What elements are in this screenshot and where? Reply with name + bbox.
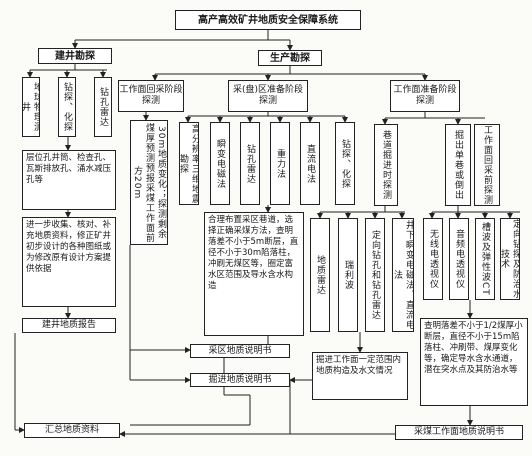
summary-node: 汇总地质资料 xyxy=(24,423,120,438)
single-roadway-node: 掘出单巷或倒出 xyxy=(445,124,471,206)
workface-stage-node: 工作面回采阶段探测 xyxy=(118,80,184,112)
rayleigh-wave-node: 瑞利波 xyxy=(338,218,358,332)
pre-mining-detection-node: 工作面回采前探测 xyxy=(474,124,500,206)
geophysical-logging-node: 地球物理测井 xyxy=(22,77,40,137)
gravity-method-node: 重力法 xyxy=(270,122,290,205)
mining-drilling-node: 钻探、化探 xyxy=(335,122,355,205)
roadway-report-node: 掘进地质说明书 xyxy=(190,373,290,387)
roadway-detection-node: 巷道掘进时探测 xyxy=(374,124,398,206)
dc-electric-node: 直流电法 xyxy=(300,122,320,205)
construction-data-note: 进一步收集、核对、补充地质资料，修正矿井初步设计的各种图纸或为修改原有设计方案提… xyxy=(22,217,116,307)
audio-perspective-node: 音频电透视仪 xyxy=(449,218,469,300)
water-control-node: 定向钻探及防治水技术 xyxy=(500,218,520,300)
underground-em-node: 井下瞬变电磁法、直流电法 xyxy=(392,218,414,332)
mining-area-note: 合理布置采区巷道，选择正确采煤方法，查明落差不小于5m断层，直径不小于30m陷落… xyxy=(204,212,304,336)
workface-geology-note: 查明落差不小于1/2煤厚小断层，直径不小于15m陷落柱、冲刷带、煤厚变化等，确定… xyxy=(420,318,528,406)
mining-area-report-node: 采区地质说明书 xyxy=(190,344,290,358)
construction-exploration-node: 建井勘探 xyxy=(38,48,112,64)
construction-boreholes-note: 层位孔井筒、检查孔、瓦斯排放孔、涌水减压孔等 xyxy=(22,150,116,210)
directional-drilling-node: 定向钻孔和钻孔雷达 xyxy=(365,218,385,332)
radio-perspective-node: 无线电透视仪 xyxy=(423,218,443,300)
workface-report-node: 采煤工作面地质说明书 xyxy=(395,425,523,440)
drilling-geochem-node: 钻探、化探 xyxy=(58,77,76,137)
workface-stage-note: 30m地质变化；探测剩余煤厚预测预报采煤工作面前方20m xyxy=(130,120,168,245)
channel-wave-ct-node: 槽波及弹性波CT xyxy=(475,218,495,300)
seismic-3d-node: 高分辨率三维地震勘探 xyxy=(179,122,199,205)
geo-radar-node: 地质雷达 xyxy=(310,218,330,332)
mining-area-stage-node: 采(盘)区准备阶段探测 xyxy=(228,80,308,112)
borehole-radar-node: 钻孔雷达 xyxy=(94,77,112,137)
mining-borehole-radar-node: 钻孔雷达 xyxy=(240,122,260,205)
workface-prep-stage-node: 工作面准备阶段探测 xyxy=(390,80,460,112)
production-exploration-node: 生产勘探 xyxy=(258,50,322,66)
system-title: 高产高效矿井地质安全保障系统 xyxy=(175,10,361,30)
roadway-note: 掘进工作面一定范围内地质构造及水文情况 xyxy=(312,352,408,400)
construction-report-node: 建井地质报告 xyxy=(22,318,116,333)
transient-em-node: 瞬变电磁法 xyxy=(210,122,230,205)
